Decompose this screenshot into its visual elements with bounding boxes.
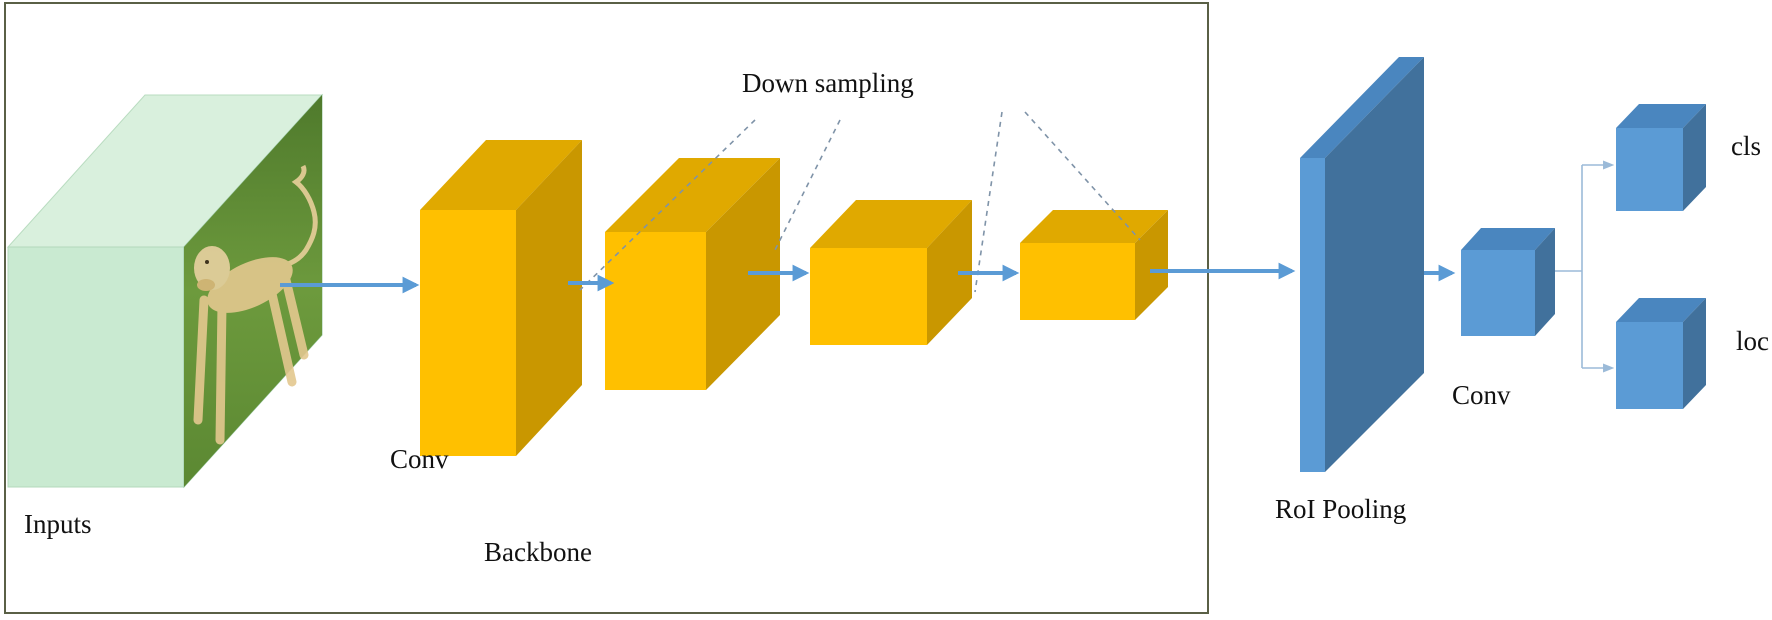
backbone-frame (4, 2, 1209, 614)
label-inputs: Inputs (24, 509, 92, 539)
label-conv-backbone: Conv (390, 444, 449, 474)
input-dog-image (184, 95, 322, 487)
label-roi-pooling: RoI Pooling (1275, 494, 1406, 524)
cls-block (1616, 104, 1706, 211)
conv-head-block (1461, 228, 1555, 336)
label-down-sampling: Down sampling (742, 68, 914, 98)
roi-pooling-block (1300, 57, 1424, 472)
flow-arrows (280, 262, 1456, 294)
label-backbone: Backbone (484, 537, 592, 567)
label-cls: cls (1731, 131, 1761, 161)
loc-block (1616, 298, 1706, 409)
down-sampling-lines (579, 111, 1141, 293)
label-loc: loc (1736, 326, 1769, 356)
feature-map-4 (1020, 210, 1168, 320)
feature-map-3 (810, 200, 972, 345)
label-conv-head: Conv (1452, 380, 1511, 410)
feature-map-1 (420, 140, 582, 456)
branch-connector (1555, 160, 1615, 373)
feature-map-2 (605, 158, 780, 390)
